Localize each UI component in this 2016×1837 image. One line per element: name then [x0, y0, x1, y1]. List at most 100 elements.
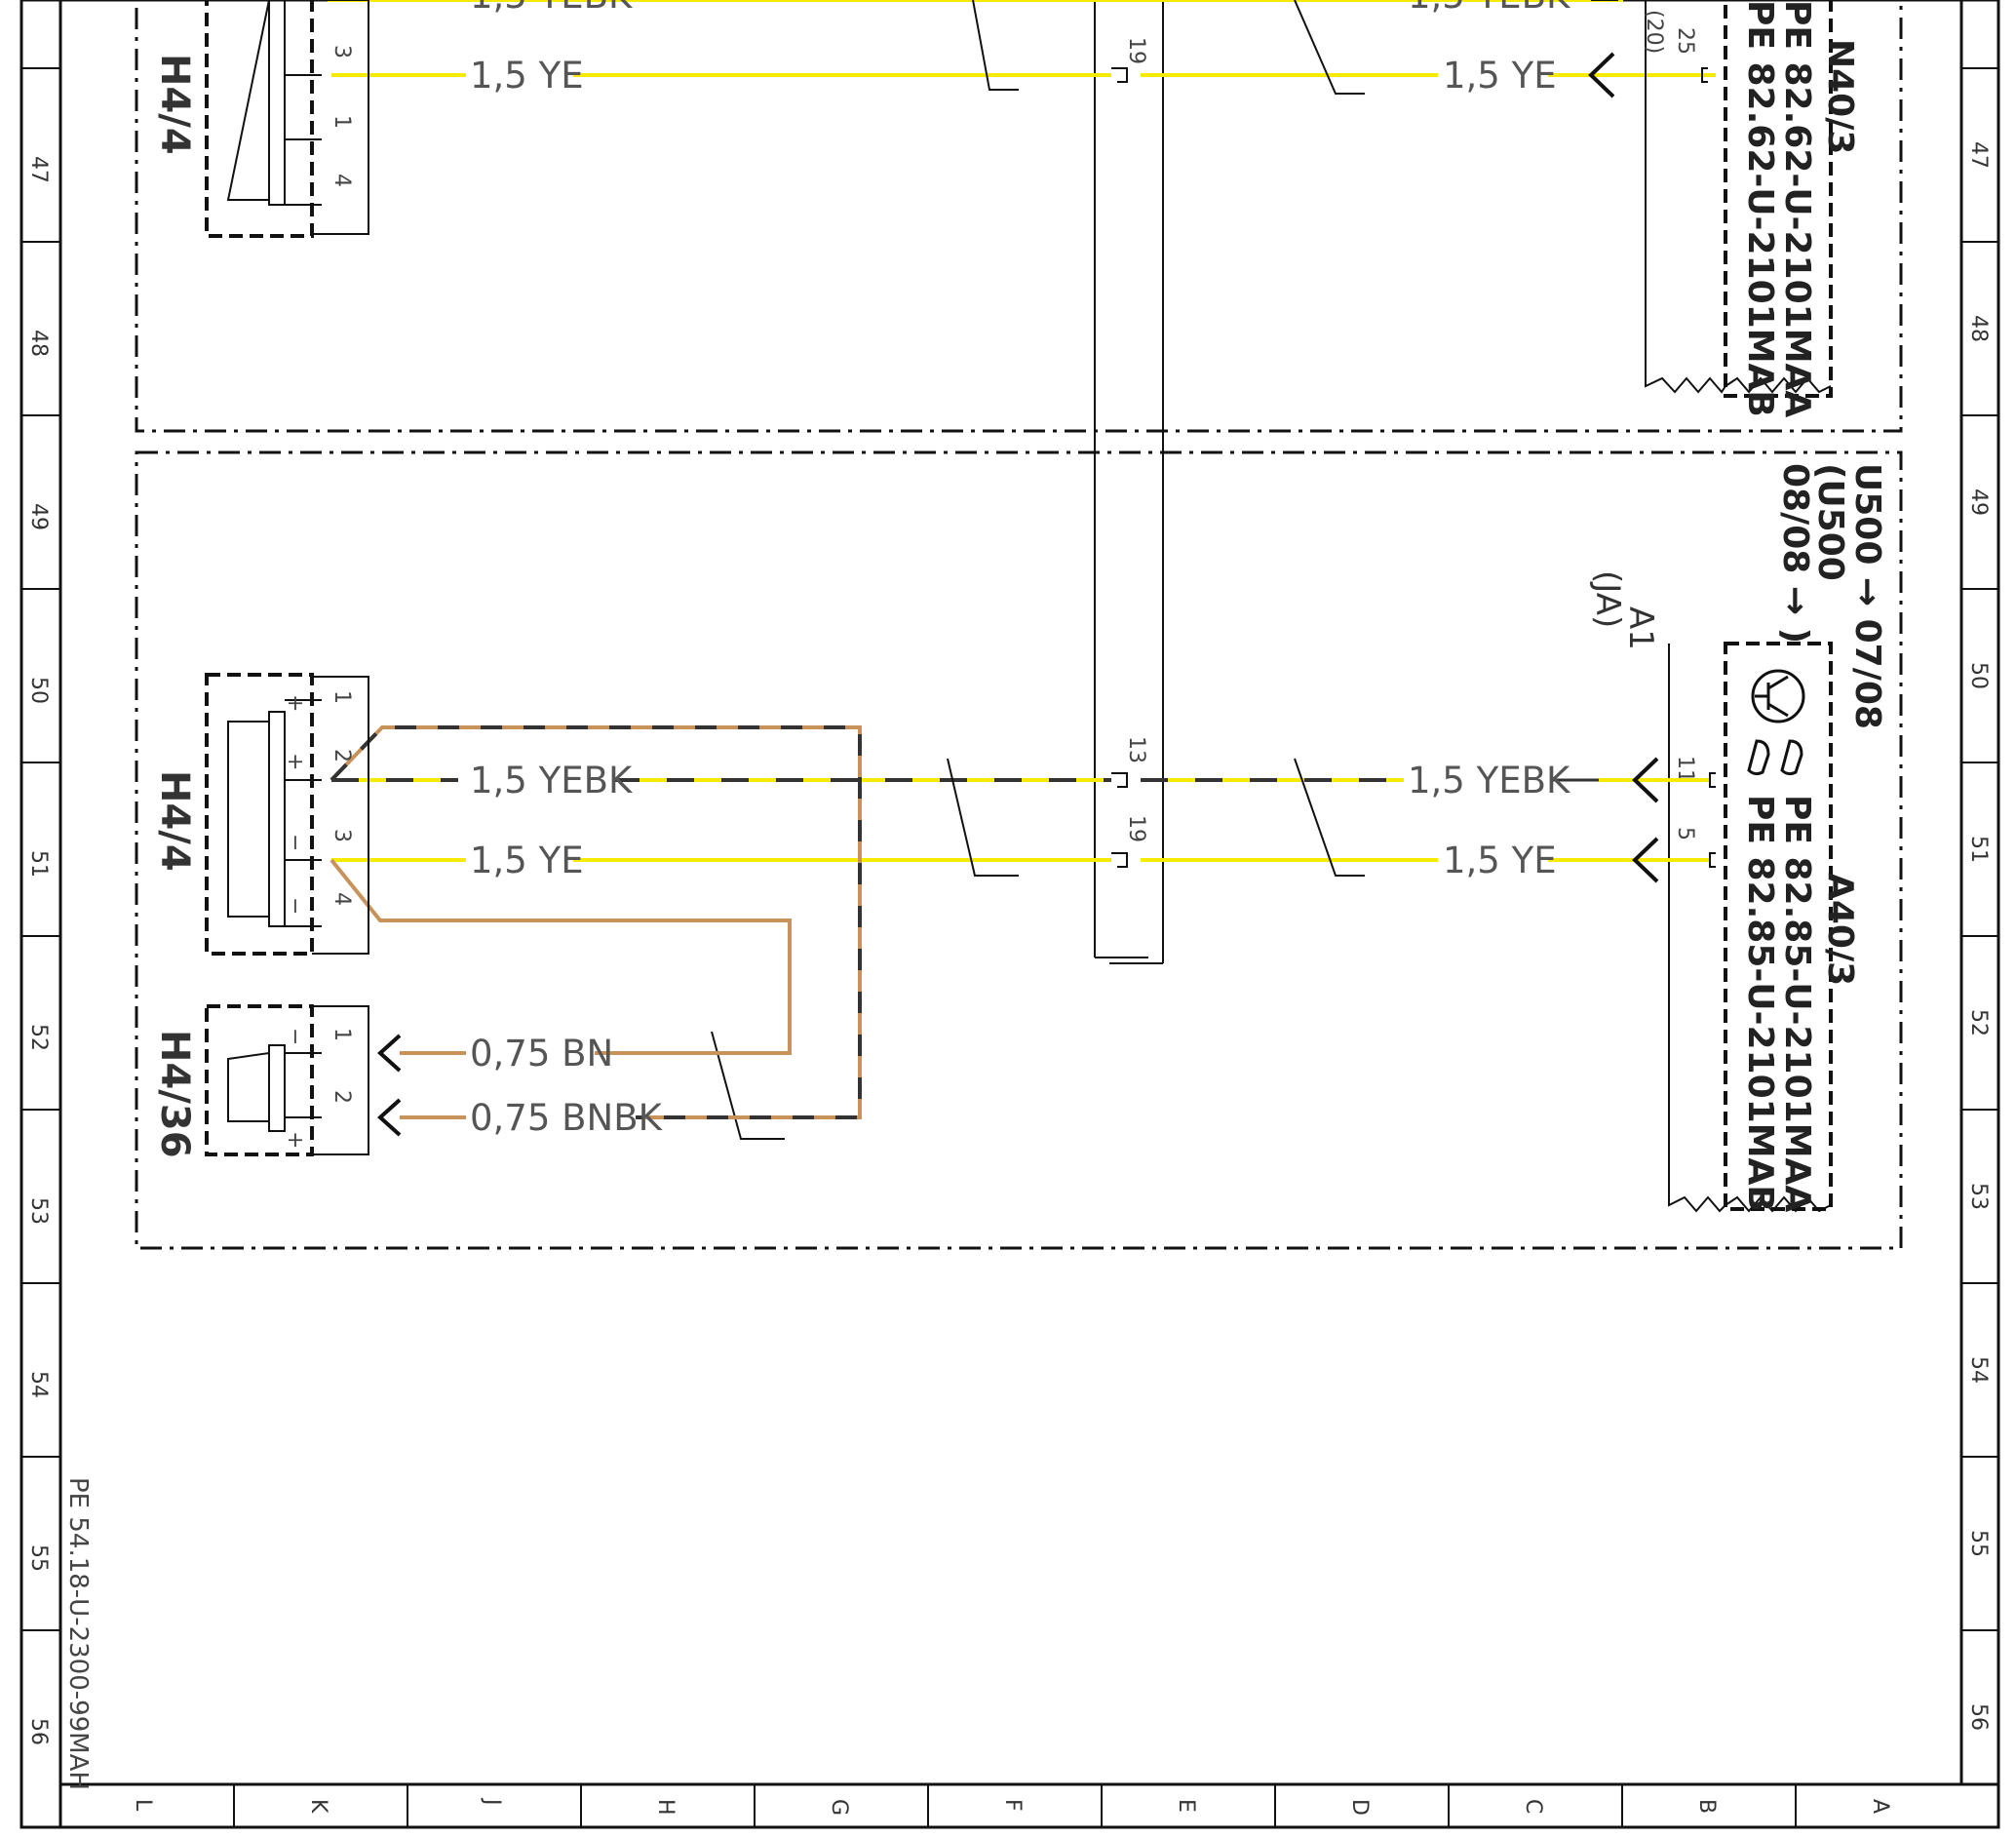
row-number: 51 — [26, 850, 51, 878]
row-number: 48 — [26, 330, 51, 357]
wire-label: 1,5 YE — [470, 840, 584, 881]
validity-note: 08/08 → ) — [1775, 463, 1815, 644]
upper-group-box — [135, 0, 1903, 433]
column-letter: D — [1347, 1799, 1372, 1816]
drawing-number: PE 54.18-U-2300-99MAH — [63, 1477, 93, 1790]
polarity-label: − — [283, 1028, 307, 1045]
pin-terminal — [1701, 67, 1708, 83]
module-a40-3-label: A40/3 — [1820, 873, 1860, 986]
row-number: 50 — [1966, 662, 1991, 689]
speaker-h4-4 — [205, 673, 369, 956]
row-number: 53 — [1966, 1183, 1991, 1210]
column-letter: A — [1868, 1799, 1892, 1814]
lower-group-box — [135, 450, 1903, 1250]
validity-note: (U500 — [1810, 463, 1850, 581]
pin-label: 4 — [330, 174, 354, 187]
connector-a1-note: (JA) — [1588, 570, 1627, 628]
row-numbers-left: 47 48 49 50 51 52 53 54 55 56 — [26, 156, 51, 1745]
wire-label: 0,75 BNBK — [470, 1097, 664, 1139]
component-label-h4-4: H4/4 — [152, 770, 197, 872]
pin-label: 1 — [330, 115, 354, 129]
pin-terminal — [1709, 772, 1716, 788]
pin-label: 1 — [330, 1028, 354, 1041]
column-letter: H — [653, 1799, 678, 1816]
row-number: 47 — [26, 156, 51, 183]
connector-arrow — [1588, 52, 1615, 98]
pin-terminal — [1111, 772, 1128, 788]
row-number: 50 — [26, 677, 51, 704]
wire-bnbk — [330, 725, 862, 1119]
speaker-h4-4-upper — [205, 0, 369, 238]
pin-label: 2 — [330, 749, 354, 762]
wire-label: 1,5 YEBK — [470, 760, 634, 801]
row-number: 51 — [1966, 836, 1991, 863]
pin-label: (20) — [1642, 10, 1666, 54]
module-a40-3-line: PE 82.85-U-2101MAB — [1740, 795, 1780, 1212]
wire-break-mark — [1294, 0, 1365, 95]
pin-terminal — [1111, 852, 1128, 868]
row-ticks — [21, 67, 1998, 1631]
connector-a1-label: A1 — [1621, 606, 1660, 650]
pin-label: 3 — [330, 45, 354, 59]
wire-label: 1,5 YEBK — [1408, 0, 1571, 17]
connector-arrow — [377, 1098, 402, 1137]
module-n40-3 — [1645, 0, 1833, 398]
validity-note: U500 → 07/08 — [1847, 463, 1887, 729]
row-number: 54 — [1966, 1356, 1991, 1384]
wire-break-mark — [711, 1031, 785, 1140]
row-number: 49 — [1966, 489, 1991, 516]
column-letter: B — [1694, 1799, 1719, 1814]
row-number: 55 — [26, 1544, 51, 1572]
column-letter: G — [827, 1799, 851, 1816]
row-numbers-right: 47 48 49 50 51 52 53 54 55 56 — [1966, 141, 1991, 1731]
wire-label: 1,5 YE — [1443, 55, 1557, 97]
column-ticks — [233, 1784, 1797, 1827]
connector-arrow — [1632, 757, 1659, 803]
wire-label: 1,5 YEBK — [470, 0, 634, 17]
pin-terminal — [1709, 852, 1716, 868]
polarity-label: − — [283, 897, 307, 915]
pin-terminal — [1111, 67, 1128, 83]
pin-label: 1 — [330, 690, 354, 704]
module-a40-3 — [1668, 642, 1833, 1213]
wire-bn — [330, 858, 792, 1055]
column-letter: J — [480, 1797, 504, 1806]
wire-break-mark — [947, 758, 1019, 877]
polarity-label: + — [283, 753, 307, 770]
module-a40-3-line: PE 82.85-U-2101MAA — [1777, 795, 1817, 1212]
module-n40-3-line: PE 82.62-U-2101MAB — [1740, 0, 1780, 417]
row-number: 55 — [1966, 1530, 1991, 1557]
connector-pin-label: 13 — [1124, 736, 1148, 763]
wire-label: 1,5 YEBK — [1408, 760, 1571, 801]
wire-break-mark — [1294, 758, 1365, 877]
row-number: 48 — [1966, 315, 1991, 342]
row-number: 52 — [26, 1024, 51, 1051]
sheet-frame — [19, 0, 2000, 1829]
pin-label: 3 — [330, 829, 354, 842]
row-number: 47 — [1966, 141, 1991, 169]
column-letter: L — [131, 1799, 155, 1812]
row-number: 56 — [1966, 1703, 1991, 1731]
polarity-label: + — [283, 1131, 307, 1149]
wire-label: 1,5 YE — [1443, 840, 1557, 881]
module-n40-3-line: PE 82.62-U-2101MAA — [1777, 0, 1817, 417]
polarity-label: − — [283, 834, 307, 851]
component-label-h4-4-upper: H4/4 — [152, 54, 197, 155]
connector-block — [1094, 0, 1164, 964]
column-letters: L K J H G F E D C B A — [131, 1797, 1892, 1816]
component-label-h4-36: H4/36 — [152, 1030, 197, 1158]
row-number: 56 — [26, 1718, 51, 1745]
module-n40-3-label: N40/3 — [1820, 39, 1860, 154]
row-number: 54 — [26, 1371, 51, 1398]
wire-label: 1,5 YE — [470, 55, 584, 97]
wire-break-mark — [972, 0, 1019, 91]
connector-arrow — [1632, 837, 1659, 883]
connector-pin-label: 19 — [1124, 815, 1148, 842]
column-letter: C — [1521, 1799, 1545, 1814]
connector-pin-label: 19 — [1124, 37, 1148, 64]
wire-label: 0,75 BN — [470, 1033, 613, 1075]
row-number: 53 — [26, 1197, 51, 1225]
transistor-icon — [1751, 669, 1805, 723]
column-letter: E — [1174, 1799, 1198, 1813]
pin-label: 25 — [1673, 27, 1697, 55]
